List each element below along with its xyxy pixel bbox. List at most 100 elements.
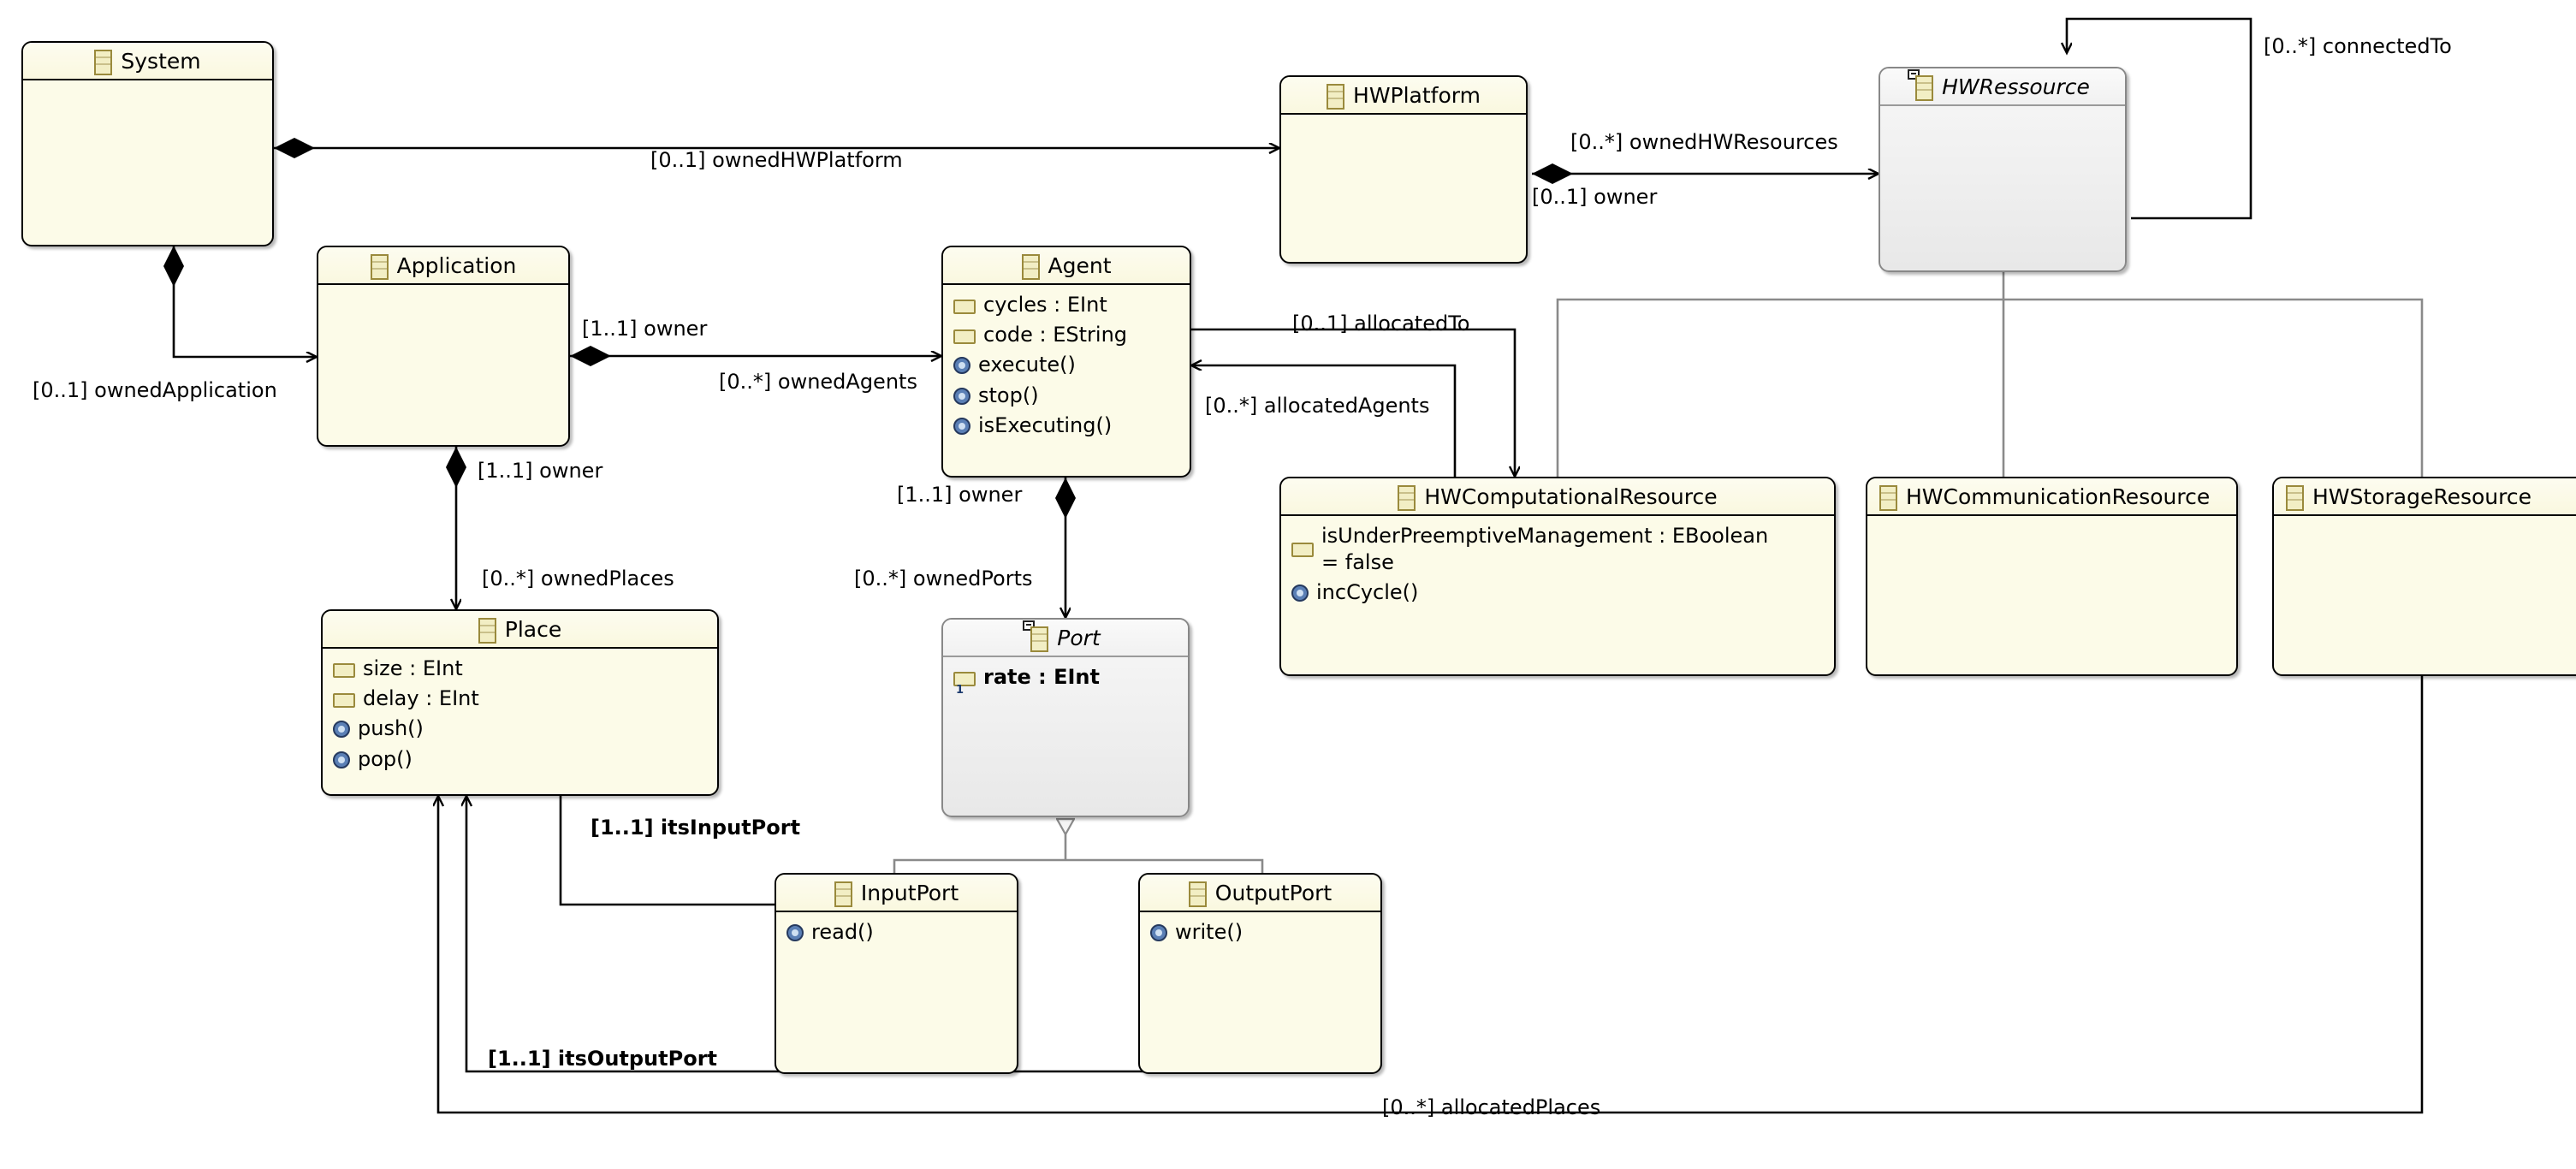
class-box-agent[interactable]: Agent cycles : EInt code : EString execu… [941,246,1191,478]
class-body: read() [776,912,1017,947]
label-clip-allocated-to: [0..1] allocatedTo [1292,310,1534,339]
attribute-label: isUnderPreemptiveManagement : EBoolean [1321,524,1769,548]
class-body [318,285,568,290]
operation-label: execute() [978,353,1076,377]
operation-icon [1150,924,1167,941]
attribute-row: 1 rate : EInt [943,662,1188,697]
edge-label-owned-application: [0..1] ownedApplication [33,378,277,402]
class-box-application[interactable]: Application [317,246,570,447]
class-header-outputport: OutputPort [1140,875,1380,912]
class-icon [834,881,852,907]
class-box-hwcomputationalresource[interactable]: HWComputationalResource isUnderPreemptiv… [1279,477,1836,676]
operation-row: push() [323,714,717,744]
class-name: System [121,48,201,74]
class-header-port: Port [943,620,1188,657]
class-icon [370,253,389,280]
class-body: 1 rate : EInt [943,657,1188,697]
class-header-hwressource: HWRessource [1880,68,2125,106]
class-icon [1021,253,1040,280]
edge-owned-agents [570,346,941,366]
class-body: write() [1140,912,1380,947]
operation-row: read() [776,917,1017,947]
class-header-hwstorageresource: HWStorageResource [2274,478,2576,516]
operation-icon [1291,584,1309,602]
class-body: isUnderPreemptiveManagement : EBoolean =… [1281,516,1834,608]
attribute-icon [953,300,976,314]
operation-label: push() [358,716,424,741]
attribute-row: delay : EInt [323,684,717,714]
attribute-label: code : EString [983,323,1128,347]
class-body [23,80,272,86]
operation-icon [953,357,970,375]
class-body [1880,106,2125,111]
operation-icon [333,751,350,768]
edge-label-owned-places: [0..*] ownedPlaces [482,567,674,590]
operation-icon [333,721,350,739]
class-box-port[interactable]: Port 1 rate : EInt [941,618,1190,817]
operation-label: stop() [978,383,1039,407]
class-header-place: Place [323,611,717,649]
class-icon [94,49,113,75]
class-body [1867,516,2236,521]
class-box-hwcommunicationresource[interactable]: HWCommunicationResource [1866,477,2238,676]
label-clip-allocated-agents: [0..*] allocatedAgents [1205,392,1463,421]
operation-label: isExecuting() [978,412,1113,437]
operation-label: write() [1175,920,1243,944]
edge-allocated-places [438,676,2424,1114]
class-header-hwplatform: HWPlatform [1281,77,1526,115]
generalization-hwressource [1556,272,2424,478]
attribute-row: isUnderPreemptiveManagement : EBoolean =… [1281,521,1834,578]
class-name: HWComputationalResource [1424,484,1718,509]
edge-label-connected-to: [0..*] connectedTo [2264,34,2452,58]
class-name: Place [504,616,562,642]
attribute-icon [333,693,355,709]
class-icon [1327,83,1345,110]
edge-label-app-owner: [1..1] owner [582,317,708,341]
class-header-agent: Agent [943,247,1190,285]
class-icon [1030,626,1049,652]
class-box-hwplatform[interactable]: HWPlatform [1279,75,1528,264]
edge-label-allocated-places: [0..*] allocatedPlaces [1382,1095,1601,1119]
edge-label-owned-agents: [0..*] ownedAgents [719,370,917,394]
operation-label: incCycle() [1316,580,1419,605]
attribute-icon [1291,542,1314,557]
class-name: HWCommunicationResource [1906,484,2211,509]
attribute-default-value: = false [1321,550,1394,575]
class-box-system[interactable]: System [21,41,274,246]
class-icon [1188,881,1207,907]
class-box-place[interactable]: Place size : EInt delay : EInt push() po… [321,609,719,796]
operation-icon [953,417,970,435]
class-header-application: Application [318,247,568,285]
class-box-outputport[interactable]: OutputPort write() [1138,873,1382,1074]
class-name: Port [1057,625,1101,650]
label-clip-owned-hw-resources: [0..*] ownedHWResources [1570,128,1879,157]
edge-label-allocated-agents: [0..*] allocatedAgents [1205,394,1430,418]
edge-label-owned-hw-platform: [0..1] ownedHWPlatform [650,148,903,172]
attribute-label: cycles : EInt [983,293,1107,317]
edge-allocated-agents [1191,365,1457,477]
class-body [1281,115,1526,120]
class-icon [478,617,496,644]
attribute-row: cycles : EInt [943,290,1190,320]
edge-label-its-input-port: [1..1] itsInputPort [591,816,801,840]
edge-label-allocated-to: [0..1] allocatedTo [1292,312,1470,335]
edge-label-owned-ports: [0..*] ownedPorts [854,567,1033,590]
class-box-hwstorageresource[interactable]: HWStorageResource [2272,477,2576,676]
class-box-inputport[interactable]: InputPort read() [775,873,1018,1074]
class-icon [2286,484,2304,511]
class-box-hwressource[interactable]: HWRessource [1879,67,2127,272]
attribute-icon [953,329,976,345]
attribute-label: size : EInt [363,656,463,680]
edge-owned-application [163,246,317,357]
operation-row: incCycle() [1281,578,1834,608]
label-clip-owned-agents: [0..*] ownedAgents [719,368,941,397]
class-name: InputPort [860,880,959,905]
edge-label-owned-hw-resources: [0..*] ownedHWResources [1570,130,1838,154]
class-name: HWStorageResource [2312,484,2531,509]
edge-owned-places [446,447,466,609]
class-header-hwcomputationalresource: HWComputationalResource [1281,478,1834,516]
attribute-icon [333,663,355,678]
operation-icon [953,387,970,405]
class-name: HWPlatform [1353,82,1481,108]
